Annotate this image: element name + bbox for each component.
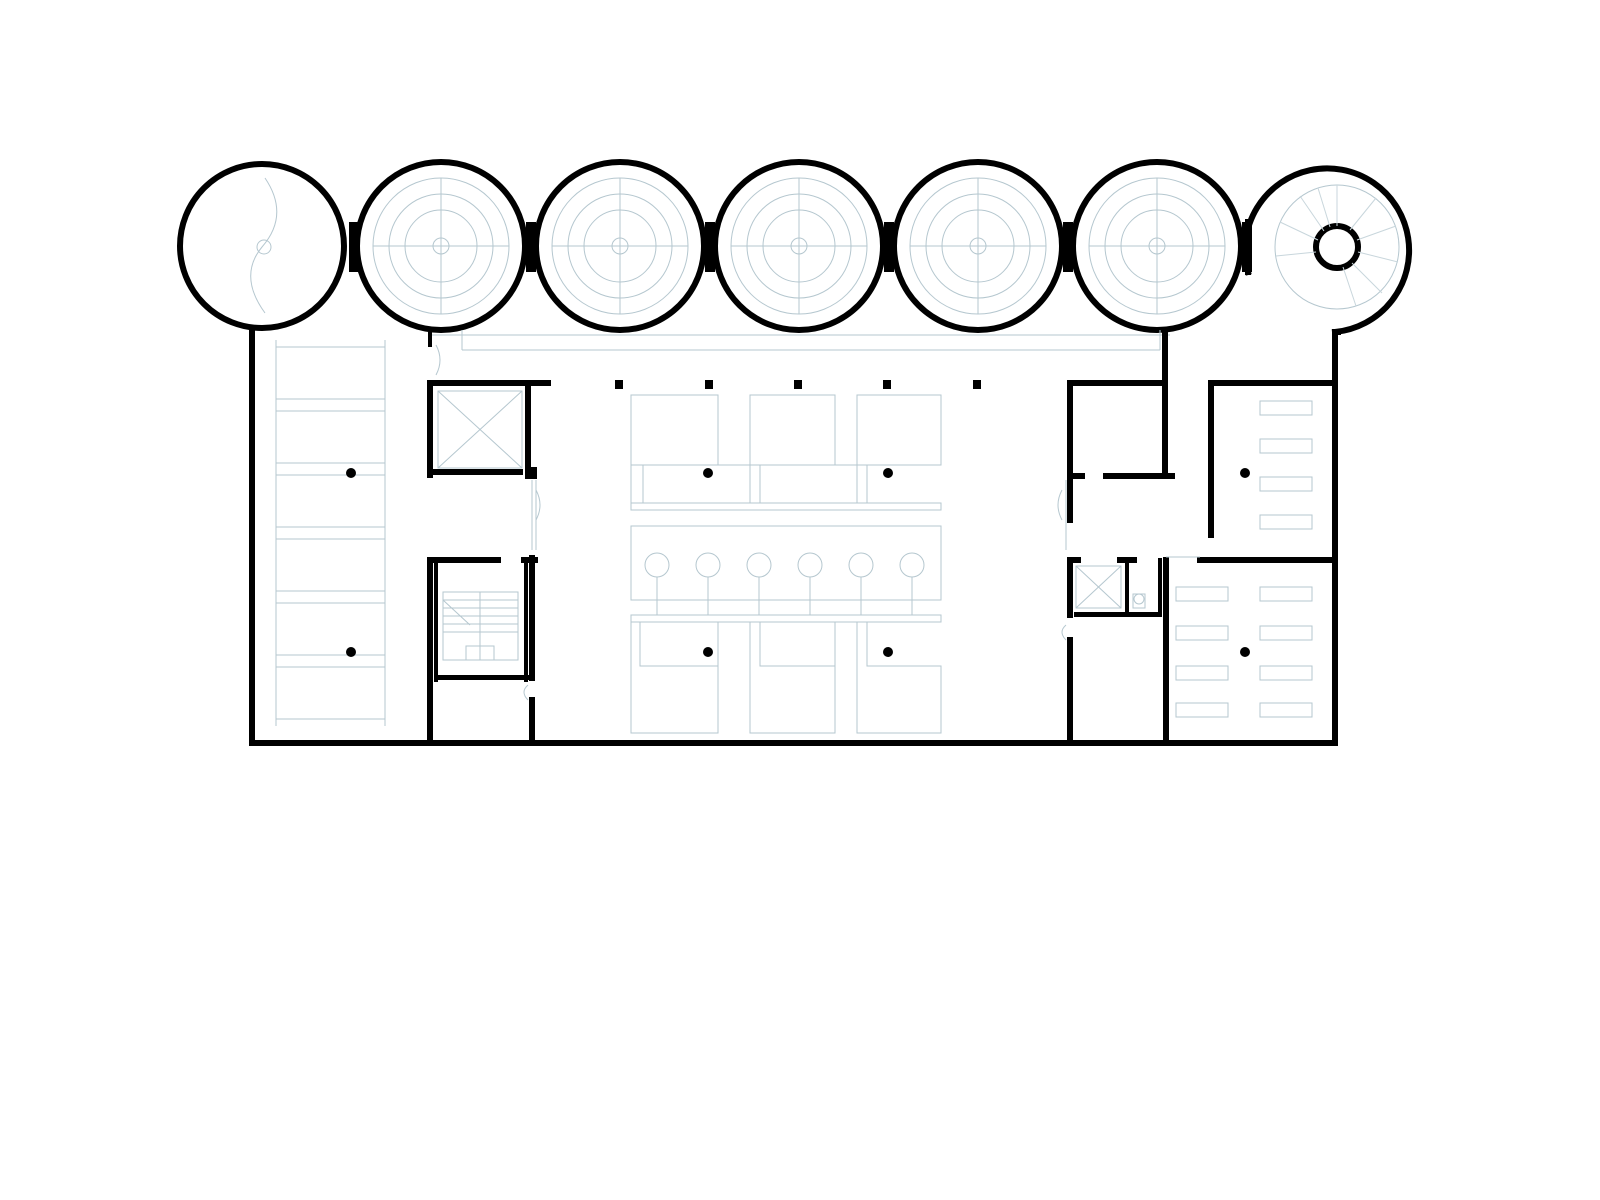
tank-2 bbox=[533, 159, 707, 333]
round-shafts bbox=[177, 159, 1413, 336]
tank-3 bbox=[712, 159, 886, 333]
wall-posts bbox=[615, 380, 981, 389]
round-fixtures-bench bbox=[630, 525, 942, 623]
left-shelving bbox=[275, 340, 386, 726]
round-shaft-left bbox=[177, 161, 347, 331]
spiral-stair-tower bbox=[1242, 165, 1413, 336]
stair-flight bbox=[442, 591, 519, 661]
structural-columns bbox=[346, 468, 1250, 657]
main-hall bbox=[615, 380, 981, 734]
door-swings bbox=[435, 344, 1067, 701]
bench-slots-upper bbox=[1259, 400, 1313, 530]
bench-slots-lower bbox=[1175, 586, 1313, 718]
tank-connectors bbox=[349, 222, 1252, 272]
right-rooms bbox=[1166, 380, 1338, 718]
tank-5 bbox=[1070, 159, 1244, 333]
tank-1 bbox=[354, 159, 528, 333]
tank-gallery bbox=[430, 330, 1170, 351]
upper-equipment bbox=[630, 394, 942, 511]
tank-4 bbox=[891, 159, 1065, 333]
lower-equipment bbox=[630, 622, 942, 734]
right-core bbox=[1065, 329, 1175, 746]
exterior-walls bbox=[249, 329, 1341, 746]
left-core bbox=[427, 332, 551, 746]
